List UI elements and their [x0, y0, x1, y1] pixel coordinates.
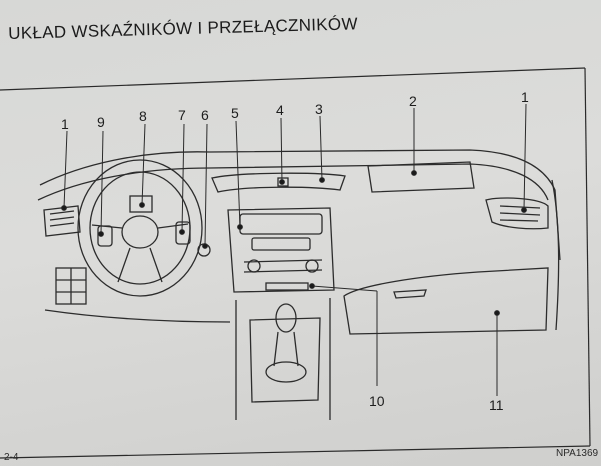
callout-5: 5: [231, 105, 239, 121]
callout-3: 3: [315, 101, 323, 117]
dashboard-drawing: [37, 149, 561, 420]
callout-1-right: 1: [521, 89, 529, 105]
figure-frame: [0, 67, 591, 459]
leader-lines: [61, 103, 527, 396]
callout-7: 7: [178, 107, 186, 123]
callout-4: 4: [276, 102, 284, 118]
callout-6: 6: [201, 107, 209, 123]
callout-2: 2: [409, 93, 417, 109]
page-number: 2-4: [4, 452, 19, 463]
callout-9: 9: [97, 114, 105, 130]
callout-8: 8: [139, 108, 147, 124]
callout-1-left: 1: [61, 116, 69, 132]
callout-10: 10: [369, 393, 385, 409]
callout-labels: 1 9 8 7 6 5 4 3 2 1 10 11: [61, 89, 529, 413]
figure-code: NPA1369: [556, 448, 599, 459]
callout-11: 11: [489, 397, 504, 413]
